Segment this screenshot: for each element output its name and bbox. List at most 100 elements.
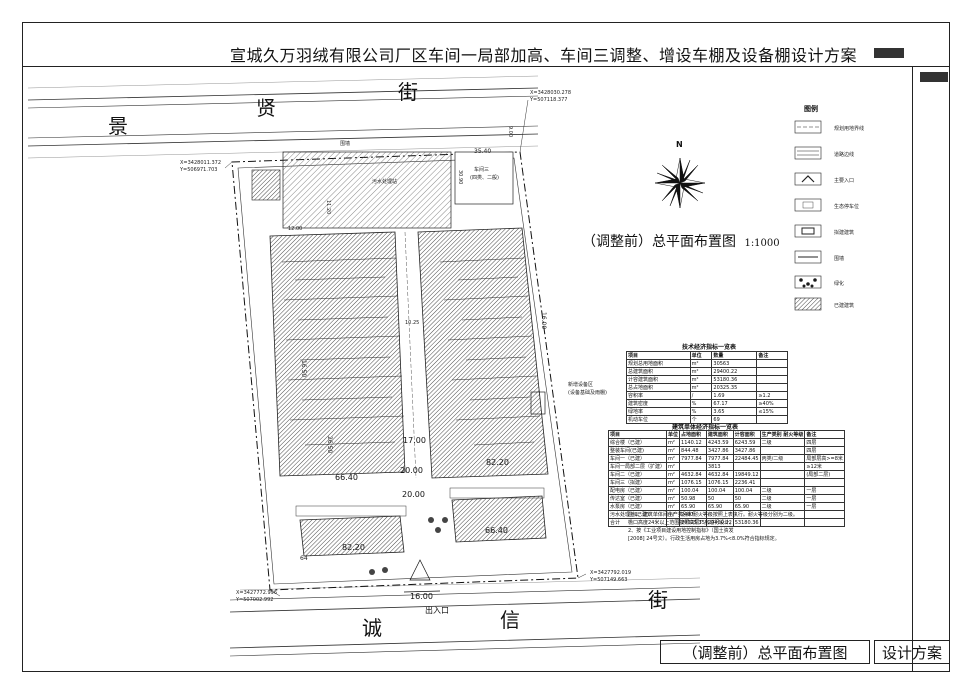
label-north-wall: 围墙 <box>340 141 351 147</box>
table-cell <box>679 462 707 471</box>
econ-table-row: 建筑密度%67.17≥40% <box>626 399 788 408</box>
table-cell <box>756 375 788 384</box>
table-cell <box>759 462 806 471</box>
table-cell: m² <box>666 470 681 479</box>
plan-heading-text: （调整前）总平面布置图 <box>582 234 736 250</box>
table-cell: m² <box>689 359 713 368</box>
dim-3090: 30.90 <box>457 170 463 185</box>
coord-nw-y: Y=506971.703 <box>180 167 218 173</box>
table-cell: 50 <box>705 494 734 503</box>
table-header-cell: 项目 <box>626 351 691 360</box>
legend-title: 图例 <box>804 105 818 113</box>
label-workshop3: 车间三 <box>474 167 490 173</box>
table-cell: 67.17 <box>711 399 758 408</box>
table-cell: 65.90 <box>679 502 707 511</box>
equipment-shed <box>530 391 546 415</box>
north-road <box>27 75 539 159</box>
coord-se-y: Y=507149.663 <box>590 577 628 583</box>
coord-sw: X=3427772.996 Y=507002.992 <box>236 590 277 604</box>
table-header-cell: 生产类别 耐火等级 <box>759 430 806 439</box>
footer-plan-name: （调整前）总平面布置图 <box>660 640 870 664</box>
table-cell: 19849.12 <box>732 470 761 479</box>
street-south-char-2: 信 <box>500 608 520 632</box>
table-cell <box>759 518 806 527</box>
entrance-label: 出入口 <box>425 606 449 615</box>
table-cell: 车间三（拟建） <box>607 478 668 487</box>
table-cell: 机动车位 <box>626 415 691 424</box>
coord-nw: X=3428011.372 Y=506971.703 <box>180 160 221 174</box>
table-cell <box>666 518 681 527</box>
north-arrow <box>654 157 706 209</box>
table-cell: 4632.84 <box>705 470 734 479</box>
street-south-char-1: 诚 <box>362 616 382 640</box>
table-cell <box>732 462 761 471</box>
note-4: [2008] 24号文）。行政生活用房占地为3.7%<8.0%符合指标规定。 <box>628 536 780 542</box>
legend-boundary-label: 规划用地界线 <box>834 126 865 132</box>
label-workshop3-sub: (四类、二般) <box>470 175 499 181</box>
table-cell: m² <box>666 502 681 511</box>
table-cell <box>759 478 806 487</box>
table-cell: % <box>689 399 713 408</box>
table-cell: 4243.59 <box>705 438 734 447</box>
entrance-marker <box>409 559 431 581</box>
dim-6640b: 66.40 <box>485 526 508 535</box>
street-south-char-3: 街 <box>648 588 668 612</box>
table-header-cell: 数量 <box>711 351 758 360</box>
table-cell: 100.04 <box>732 486 761 495</box>
coord-se: X=3427792.019 Y=507149.663 <box>590 570 631 584</box>
coord-ne: X=3428030.278 Y=507118.377 <box>530 90 571 104</box>
table-cell: 一层 <box>804 502 845 511</box>
table-cell: 1076.15 <box>679 478 707 487</box>
table-cell: m² <box>666 486 681 495</box>
table-cell: m² <box>666 478 681 487</box>
table-cell <box>756 359 788 368</box>
note-2: 檐口高度24米以上范围按照高层厂房进行设计。 <box>628 520 735 526</box>
table-cell: m² <box>689 375 713 384</box>
table-header-cell: 单位 <box>666 430 681 439</box>
table-cell: 20325.35 <box>711 383 758 392</box>
dim-64: 64 <box>300 555 308 562</box>
table-cell: 计容建筑面积 <box>626 375 691 384</box>
green-trees <box>369 517 448 575</box>
table-cell: 3427.86 <box>732 446 761 455</box>
table-cell: 65.90 <box>732 502 761 511</box>
table-cell: 传达室（已建） <box>607 494 668 503</box>
design-notes: 注:1、建筑单体间生产类别和耐火等级按照上表执行。耐火等级分别为二级。 檐口高度… <box>628 511 798 543</box>
note-3: 2、按《工业项目建设用地控制指标》（国土资发 <box>628 528 734 534</box>
table-cell: 水泵房（已建） <box>607 502 668 511</box>
table-cell: 50 <box>732 494 761 503</box>
econ-table-row: 绿地率%3.65≤15% <box>626 407 788 416</box>
table-cell: 绿地率 <box>626 407 691 416</box>
table-cell: ≥40% <box>756 399 788 408</box>
table-cell: 29400.22 <box>711 367 758 376</box>
south-building-west <box>299 515 405 557</box>
dim-8220a: 82.20 <box>486 458 509 467</box>
table-header-cell: 建筑面积 <box>705 430 734 439</box>
plan-scale: 1:1000 <box>744 238 780 249</box>
table-cell: 2236.41 <box>732 478 761 487</box>
frame-top-rule <box>22 66 950 67</box>
table-header-cell: 计容面积 <box>732 430 761 439</box>
table-cell: 四层 <box>804 446 845 455</box>
coord-se-x: X=3427792.019 <box>590 570 632 576</box>
table-cell: m² <box>689 383 713 392</box>
coord-ne-y: Y=507118.377 <box>530 97 568 103</box>
legend-proposed-label: 拟建建筑 <box>834 230 855 236</box>
table-cell: 100.04 <box>705 486 734 495</box>
coord-sw-x: X=3427772.996 <box>236 590 278 596</box>
table-cell: 7977.84 <box>705 454 734 463</box>
parking-row-west <box>295 505 407 517</box>
table-header-cell: 备注 <box>756 351 788 360</box>
table-cell: 丙类/二级 <box>759 454 806 463</box>
table-cell: 65.90 <box>705 502 734 511</box>
table-cell: 局部层高>=8米 <box>804 454 845 463</box>
table-cell: 一层 <box>804 494 845 503</box>
